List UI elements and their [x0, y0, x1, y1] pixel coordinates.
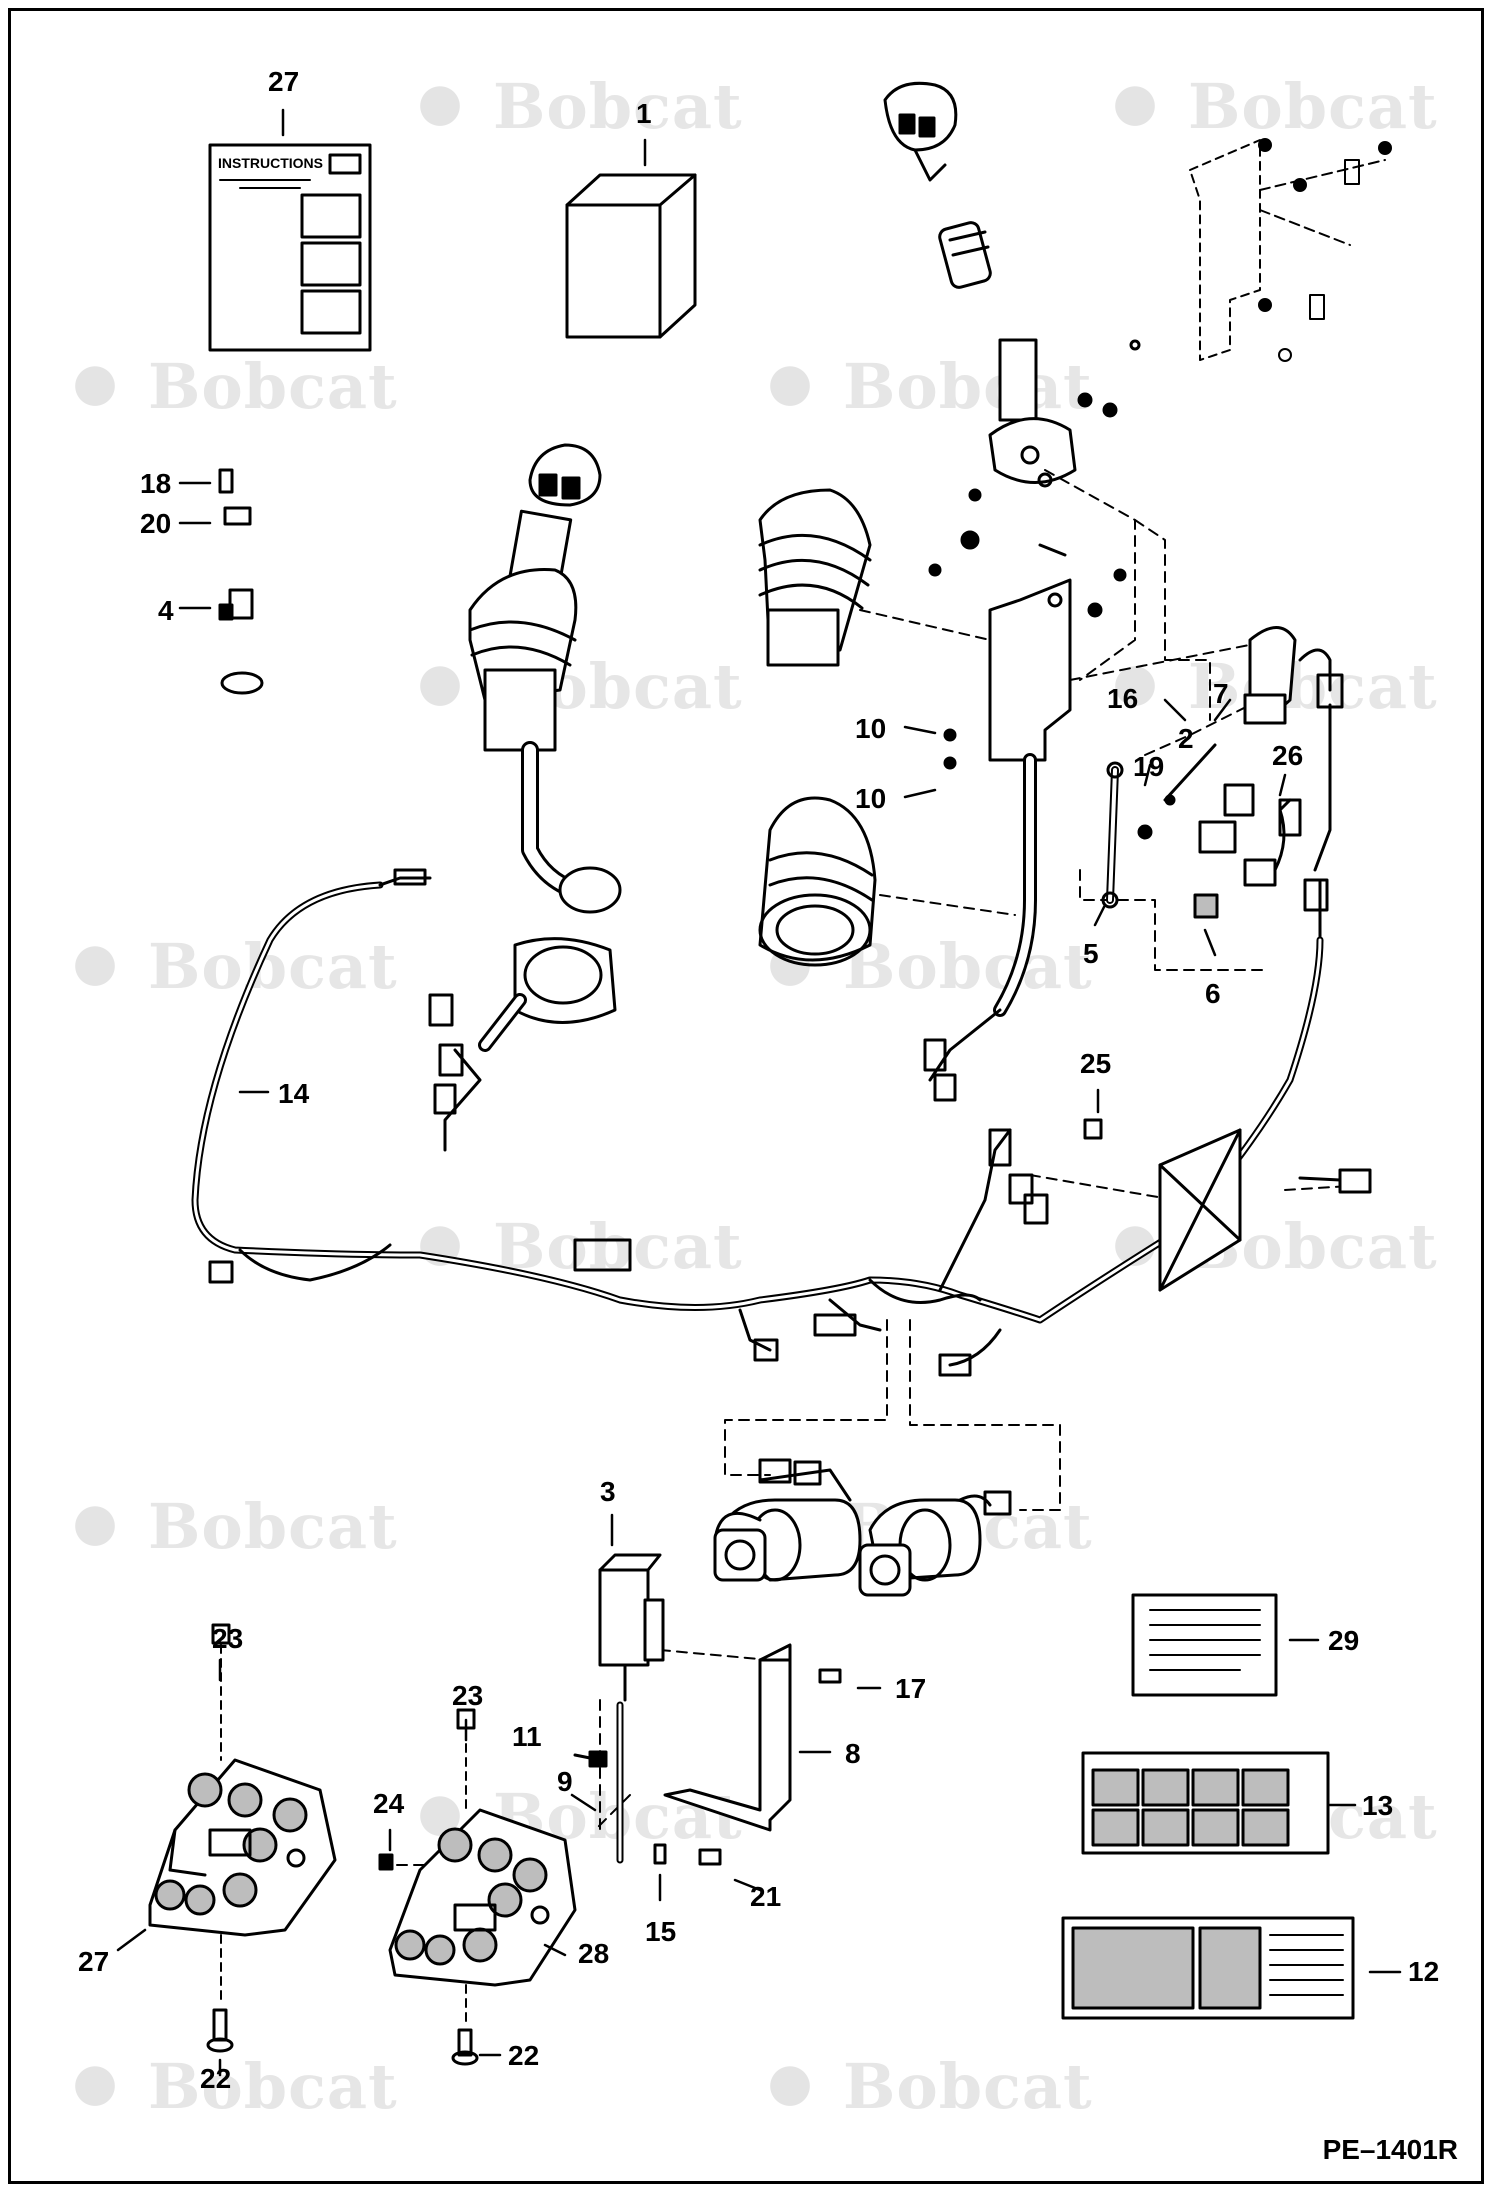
callout-23-right: 23 — [452, 1680, 484, 1711]
callout-28: 28 — [578, 1938, 610, 1969]
bobcat-logo-icon — [60, 2052, 130, 2114]
callout-12: 12 — [1408, 1956, 1440, 1987]
instruction-card: INSTRUCTIONS — [208, 143, 372, 352]
watermark: Bobcat — [60, 930, 398, 1003]
watermark: Bobcat — [1100, 70, 1438, 143]
watermark: Bobcat — [405, 70, 743, 143]
harness-bracket — [1083, 1118, 1372, 1292]
ground-strap — [1101, 743, 1217, 909]
left-foot-pedal — [148, 1623, 337, 2053]
diagram-frame — [8, 8, 1484, 2184]
callout-10-lower: 10 — [855, 783, 887, 814]
bobcat-logo-icon — [60, 352, 130, 414]
pressure-switch — [1193, 783, 1302, 919]
callout-3: 3 — [600, 1476, 616, 1507]
control-mount-plate — [923, 568, 1127, 1102]
wire-harness — [191, 868, 1324, 1377]
bobcat-logo-icon — [1100, 72, 1170, 134]
callout-24: 24 — [373, 1788, 405, 1819]
callout-10-upper: 10 — [855, 713, 887, 744]
callout-13: 13 — [1362, 1790, 1394, 1821]
callout-20: 20 — [140, 508, 172, 539]
callout-15: 15 — [645, 1916, 677, 1947]
seat-switch-assembly — [573, 1553, 842, 1866]
callout-2: 2 — [1178, 723, 1194, 754]
callout-17: 17 — [895, 1673, 927, 1704]
bobcat-logo-icon — [755, 352, 825, 414]
callout-21: 21 — [750, 1881, 782, 1912]
lower-boot — [758, 796, 877, 967]
bobcat-logo-icon — [60, 932, 130, 994]
right-foot-pedal — [378, 1708, 577, 2066]
assembly-leader-lines — [379, 469, 1366, 1866]
callout-5: 5 — [1083, 938, 1099, 969]
bobcat-logo-icon — [60, 1492, 130, 1554]
small-hardware — [218, 468, 264, 695]
callout-14: 14 — [278, 1078, 310, 1109]
callout-4: 4 — [158, 595, 174, 626]
callout-26: 26 — [1272, 740, 1304, 771]
upper-mount-bracket — [1189, 138, 1392, 362]
decals — [1061, 1593, 1355, 2020]
callout-8: 8 — [845, 1738, 861, 1769]
solenoid-valves — [713, 1458, 1012, 1597]
watermark: Bobcat — [60, 350, 398, 423]
upper-joystick — [883, 81, 1141, 577]
bobcat-logo-icon — [405, 652, 475, 714]
callout-29: 29 — [1328, 1625, 1360, 1656]
callout-22-right: 22 — [508, 2040, 540, 2071]
callout-leaders — [116, 108, 1402, 2077]
part-box — [565, 173, 697, 339]
left-joystick — [428, 443, 622, 1152]
document-reference: PE–1401R — [1322, 2134, 1458, 2165]
bobcat-logo-icon — [755, 2052, 825, 2114]
callout-27: 27 — [78, 1946, 110, 1977]
callout-11: 11 — [512, 1721, 542, 1752]
callout-23-left: 23 — [212, 1623, 244, 1654]
watermark: Bobcat — [755, 350, 1093, 423]
watermark: Bobcat — [60, 1490, 398, 1563]
watermark: Bobcat — [60, 2050, 398, 2123]
callout-30: 27 — [268, 66, 300, 97]
callout-9: 9 — [557, 1766, 573, 1797]
callout-22-left: 22 — [200, 2063, 232, 2094]
rubber-boot — [758, 488, 872, 667]
watermark: Bobcat — [755, 930, 1093, 1003]
callout-16: 16 — [1107, 683, 1139, 714]
callout-19: 19 — [1133, 751, 1165, 782]
callout-1: 1 — [636, 98, 652, 129]
callout-6: 6 — [1205, 978, 1221, 1009]
callout-7: 7 — [1213, 678, 1229, 709]
instruction-card-title: INSTRUCTIONS — [218, 155, 323, 171]
bobcat-logo-icon — [405, 72, 475, 134]
callout-18: 18 — [140, 468, 172, 499]
callout-25: 25 — [1080, 1048, 1112, 1079]
relay — [1243, 626, 1344, 952]
watermark: Bobcat — [755, 2050, 1093, 2123]
